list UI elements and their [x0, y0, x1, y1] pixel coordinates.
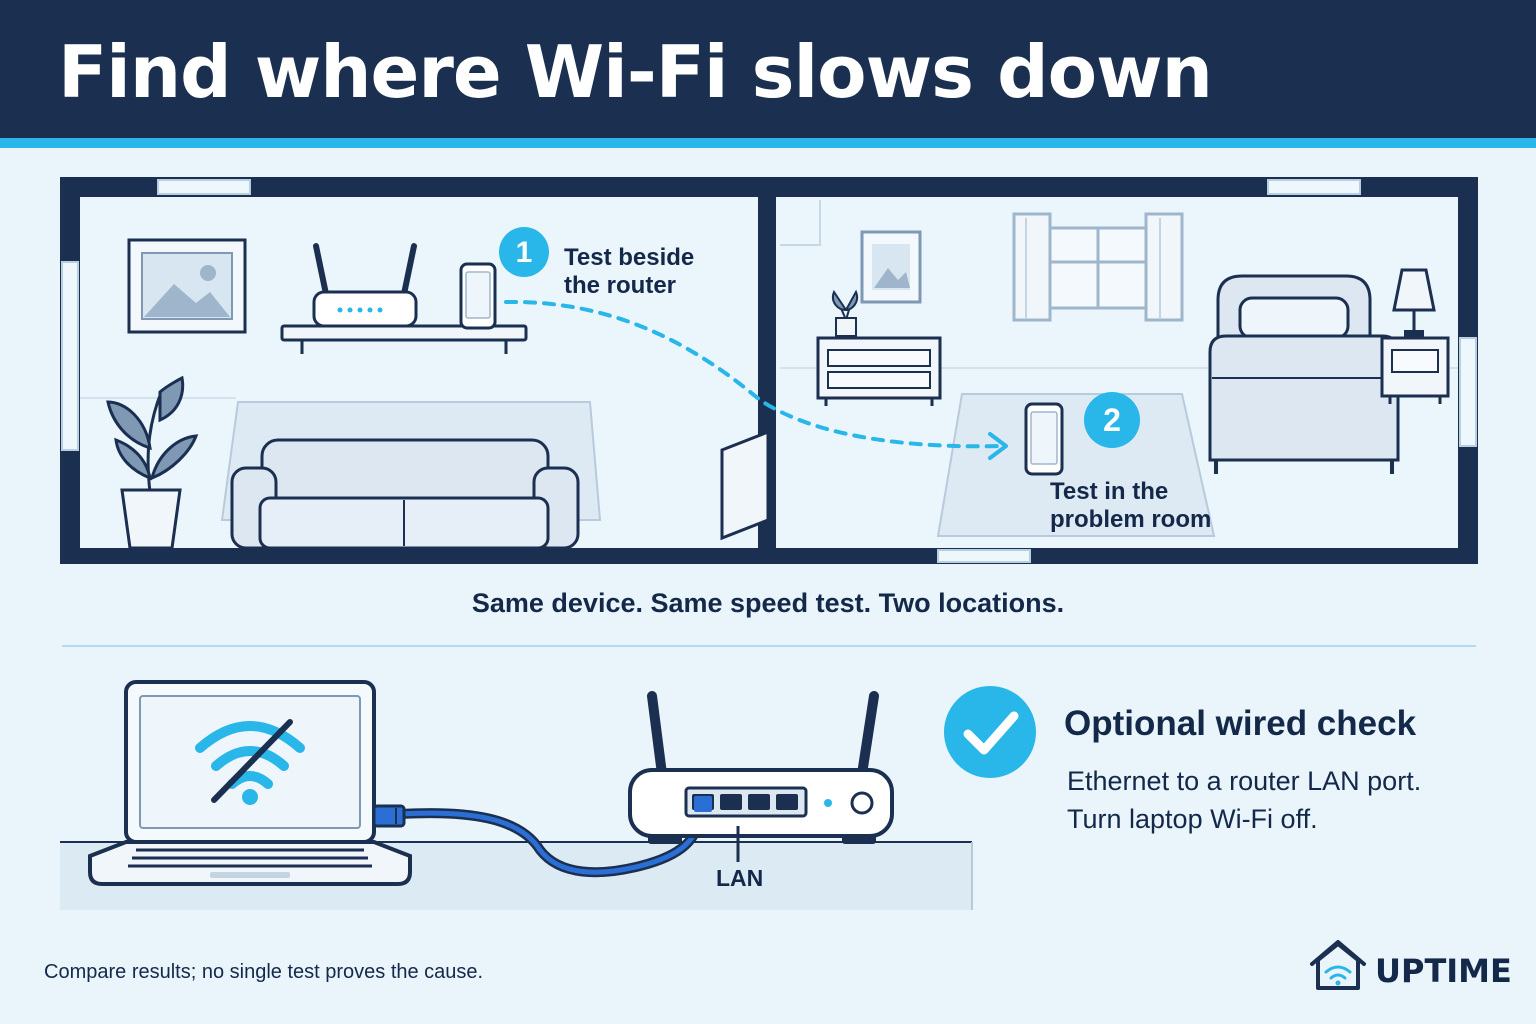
brand-logo-text: UPTIME	[1375, 952, 1512, 990]
router-icon	[312, 243, 418, 328]
comparison-caption: Same device. Same speed test. Two locati…	[471, 588, 1065, 618]
house-wifi-icon	[1310, 940, 1366, 990]
step-number-1: 1	[516, 236, 533, 269]
plant-icon	[106, 375, 199, 550]
doorway-panel	[720, 429, 770, 541]
signal-arrow-head	[988, 432, 1008, 460]
laptop-icon	[88, 680, 412, 886]
checkmark-icon	[944, 686, 1036, 778]
page-title: Find where Wi-Fi slows down	[58, 30, 1213, 114]
window-icon	[1012, 212, 1184, 322]
step-2-label-line: Test in the	[1050, 478, 1169, 505]
step-badge-2: 2	[1084, 392, 1140, 448]
scene-illustration: 1 2	[60, 177, 1478, 990]
wired-check-line: Ethernet to a router LAN port.	[1067, 766, 1422, 796]
step-1-label-line: Test beside	[564, 244, 695, 271]
lamp-icon	[1380, 268, 1450, 404]
step-2-label: Test in the problem room	[1050, 478, 1250, 534]
router-icon	[628, 691, 894, 844]
lan-port-label: LAN	[716, 865, 764, 891]
header-bar: Find where Wi-Fi slows down	[0, 0, 1536, 148]
wired-check-title: Optional wired check	[1064, 704, 1417, 743]
picture-frame-icon	[127, 238, 247, 334]
floor-plan: 1 2	[60, 177, 1478, 564]
phone-icon	[1024, 402, 1064, 476]
wired-setup-illustration	[60, 680, 973, 910]
step-number-2: 2	[1103, 402, 1121, 438]
step-1-label: Test beside the router	[564, 244, 764, 300]
section-divider	[62, 645, 1476, 647]
wifi-off-icon	[195, 719, 305, 805]
wired-check-line: Turn laptop Wi-Fi off.	[1067, 804, 1318, 834]
phone-icon	[459, 262, 497, 330]
sofa-icon	[230, 438, 580, 550]
step-2-label-line: problem room	[1050, 506, 1212, 533]
ethernet-plug-icon	[372, 804, 406, 828]
footnote: Compare results; no single test proves t…	[44, 961, 484, 983]
bed-icon	[1208, 274, 1400, 474]
step-1-label-line: the router	[564, 272, 677, 299]
dresser	[816, 289, 942, 406]
signal-path	[504, 299, 1002, 449]
picture-frame-icon	[860, 230, 922, 304]
step-badge-1: 1	[499, 227, 549, 277]
